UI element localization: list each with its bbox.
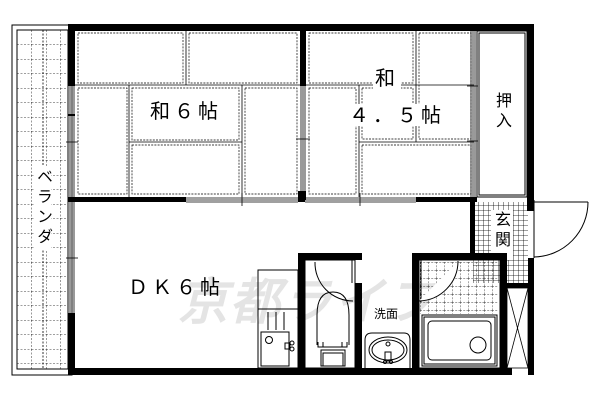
room-label-genkan: 玄関 [492,210,511,252]
watermark: 京都ライフ [178,273,438,331]
bathroom [412,253,507,375]
partition-dk [68,191,477,206]
oshiire-closet [467,30,528,198]
room-label-dk-6: ＤＫ６帖 [128,275,224,299]
kitchen-counter [257,269,299,369]
entrance-door [533,200,589,258]
toilet-room [298,253,362,375]
tatami-room-6 [75,31,300,197]
room-label-washitsu-4-5-line1: 和 [373,66,401,90]
room-label-washitsu-4-5-line2: ４．５帖 [347,103,447,127]
room-label-washitsu-6: 和６帖 [150,99,222,123]
room-label-senmen: 洗面 [374,307,399,321]
partition-fusuma [296,86,310,191]
shoe-storage [506,287,529,369]
room-label-veranda: ベランダ [34,166,53,250]
room-label-oshiire: 押入 [493,92,512,132]
washbasin [364,332,411,368]
